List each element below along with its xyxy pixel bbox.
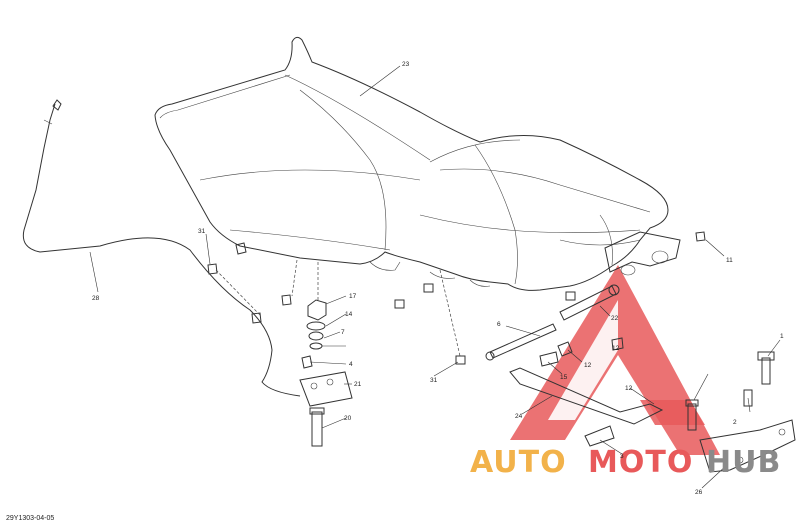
callout-leaders xyxy=(89,65,781,489)
latch-stack xyxy=(299,299,353,447)
callout-12-middle: 12 xyxy=(584,362,592,369)
watermark-auto: AUTO xyxy=(470,445,567,480)
callout-labels: 23 28 31 17 14 7 4 21 20 31 6 12 12 22 1… xyxy=(92,61,784,496)
watermark-text: AUTO MOTO HUB xyxy=(470,445,781,480)
seat-assembly xyxy=(154,36,681,291)
callout-1: 1 xyxy=(780,333,784,340)
callout-26: 26 xyxy=(695,489,703,496)
callout-14: 14 xyxy=(345,311,353,318)
bumper-set xyxy=(207,231,706,365)
callout-12-lower: 12 xyxy=(625,385,633,392)
callout-21: 21 xyxy=(354,381,362,388)
callout-6: 6 xyxy=(497,321,501,328)
diagram-reference-code: 29Y1303-04-05 xyxy=(6,515,54,522)
callout-2: 2 xyxy=(733,419,737,426)
callout-3: 3 xyxy=(620,453,624,460)
callout-12-upper: 12 xyxy=(612,345,620,352)
callout-28: 28 xyxy=(92,295,100,302)
callout-20: 20 xyxy=(344,415,352,422)
callout-11: 11 xyxy=(726,257,733,264)
callout-7: 7 xyxy=(341,329,345,336)
callout-24: 24 xyxy=(515,413,523,420)
callout-15: 15 xyxy=(560,374,568,381)
watermark-moto: MOTO xyxy=(588,445,693,480)
callout-17: 17 xyxy=(349,293,357,300)
callout-22: 22 xyxy=(611,315,619,322)
callout-31-lower: 31 xyxy=(430,377,438,384)
hinge-hardware xyxy=(485,284,796,473)
callout-23: 23 xyxy=(402,61,410,68)
callout-31-upper: 31 xyxy=(198,228,206,235)
callout-4: 4 xyxy=(349,361,353,368)
release-cable xyxy=(22,99,301,397)
watermark-hub: HUB xyxy=(706,445,781,480)
